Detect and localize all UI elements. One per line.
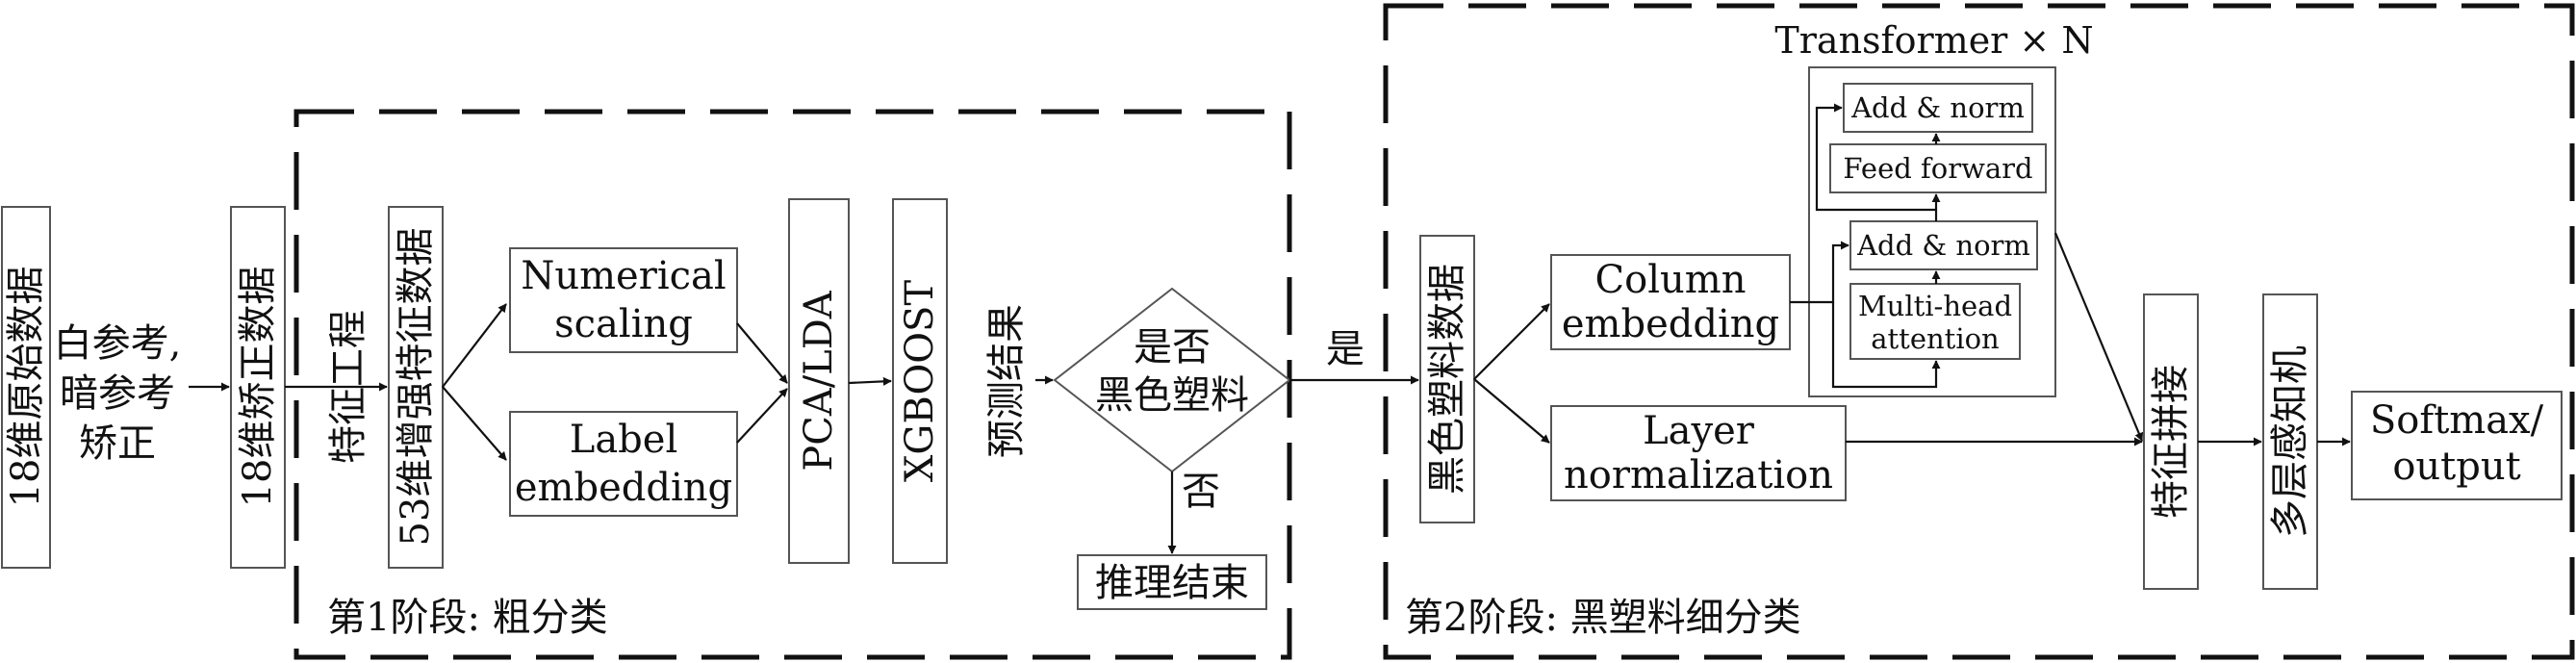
decision-line1: 是否 — [1134, 325, 1211, 370]
edge-numerical-to-pca — [736, 322, 788, 384]
edge-residual — [1815, 103, 1936, 212]
inference-end-label: 推理结束 — [1095, 561, 1249, 605]
add-norm-bottom-node: Add & norm — [1849, 220, 2038, 270]
layer-normalization-line2: normalization — [1564, 453, 1833, 497]
edge-pca-to-xgboost — [848, 376, 892, 386]
correction-text-2: 暗参考 — [60, 371, 175, 416]
stage1-label: 第1阶段: 粗分类 — [327, 596, 608, 640]
stage1-region — [293, 109, 1292, 660]
mlp-label: 多层感知机 — [2268, 345, 2312, 538]
feed-forward-label: Feed forward — [1843, 152, 2032, 185]
black-plastic-data-label: 黑色塑料数据 — [1425, 264, 1469, 495]
connectors — [189, 103, 2351, 554]
edge-black-to-column — [1473, 303, 1550, 380]
column-embedding-line1: Column — [1595, 258, 1747, 302]
mlp-node: 多层感知机 — [2262, 293, 2318, 590]
feature-concat-node: 特征拼接 — [2143, 293, 2199, 590]
xgboost-node: XGBOOST — [892, 198, 948, 564]
add-norm-bottom-label: Add & norm — [1856, 229, 2030, 262]
add-norm-top-label: Add & norm — [1850, 91, 2025, 124]
enhanced-data-node: 53维增强特征数据 — [388, 206, 444, 569]
column-embedding-line2: embedding — [1562, 302, 1779, 346]
enhanced-data-label: 53维增强特征数据 — [394, 228, 438, 547]
correction-text-1: 白参考, — [54, 321, 182, 366]
stage2-region — [1383, 3, 2575, 660]
numerical-scaling-line1: Numerical — [521, 254, 726, 298]
label-embedding-line1: Label — [570, 418, 677, 462]
edge-enhanced-to-numerical — [442, 303, 507, 388]
feature-concat-label: 特征拼接 — [2149, 365, 2193, 519]
label-embedding-node: Label embedding — [509, 411, 738, 517]
label-embedding-line2: embedding — [515, 466, 732, 510]
edge-column-to-addnorm — [1790, 241, 1849, 304]
pca-lda-label: PCA/LDA — [797, 290, 841, 472]
correction-text-3: 矫正 — [79, 421, 156, 466]
edge-column-to-mha — [1831, 302, 1941, 389]
softmax-output-line2: output — [2392, 445, 2520, 489]
no-label: 否 — [1182, 470, 1220, 514]
multi-head-attention-line1: Multi-head — [1858, 290, 2012, 322]
numerical-scaling-line2: scaling — [554, 302, 693, 346]
layer-normalization-line1: Layer — [1643, 409, 1755, 453]
corrected-data-label: 18维矫正数据 — [236, 267, 280, 508]
pca-lda-node: PCA/LDA — [788, 198, 850, 564]
black-plastic-data-node: 黑色塑料数据 — [1419, 235, 1475, 523]
softmax-output-line1: Softmax/ — [2370, 398, 2544, 443]
decision-line2: 黑色塑料 — [1095, 373, 1249, 418]
corrected-data-node: 18维矫正数据 — [230, 206, 286, 569]
multi-head-attention-line2: attention — [1871, 322, 2000, 355]
inference-end-node: 推理结束 — [1077, 554, 1267, 610]
raw-data-label: 18维原始数据 — [4, 267, 48, 508]
multi-head-attention-node: Multi-head attention — [1849, 283, 2021, 360]
decision-diamond: 是否 黑色塑料 — [1053, 287, 1291, 473]
raw-data-node: 18维原始数据 — [1, 206, 51, 569]
edge-black-to-layer — [1473, 378, 1550, 444]
layer-normalization-node: Layer normalization — [1550, 405, 1847, 501]
feed-forward-node: Feed forward — [1829, 143, 2047, 193]
transformer-label: Transformer × N — [1774, 19, 2093, 62]
prediction-text: 预测结果 — [984, 304, 1029, 458]
column-embedding-node: Column embedding — [1550, 254, 1791, 350]
edge-label-to-pca — [736, 388, 788, 444]
softmax-output-node: Softmax/ output — [2351, 391, 2563, 500]
add-norm-top-node: Add & norm — [1843, 83, 2033, 133]
xgboost-label: XGBOOST — [898, 280, 942, 483]
yes-label: 是 — [1326, 327, 1365, 371]
edge-transformer-to-concat — [2053, 232, 2144, 442]
numerical-scaling-node: Numerical scaling — [509, 247, 738, 353]
edge-enhanced-to-label — [442, 386, 507, 461]
stage2-label: 第2阶段: 黑塑料细分类 — [1405, 596, 1801, 640]
